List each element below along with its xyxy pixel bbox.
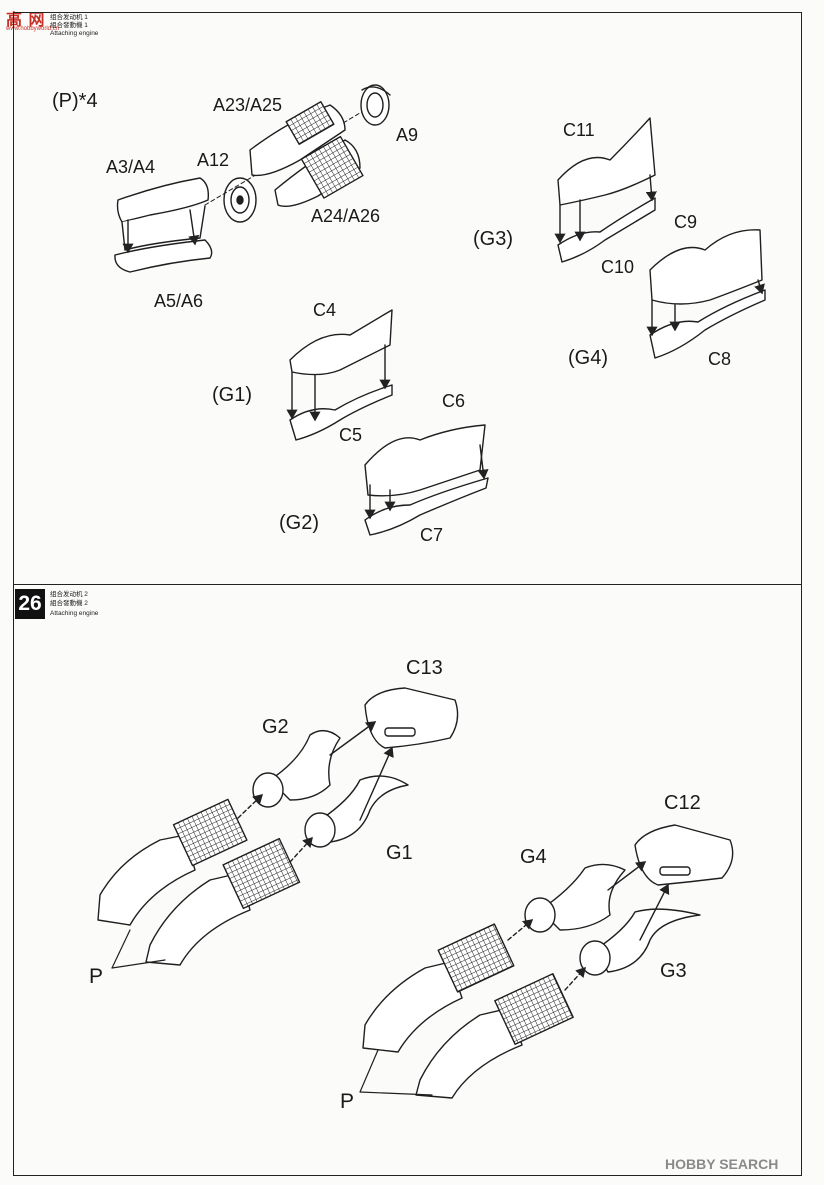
engine-pair-left [98,688,458,965]
label-c13: C13 [406,657,443,679]
group-g4-label: (G4) [568,347,608,369]
label-a3-a4: A3/A4 [106,157,156,177]
group-g1-label: (G1) [212,384,252,406]
label-c7: C7 [420,525,444,545]
watermark-logo-top: 高 网 [6,12,46,29]
step-25-panel [13,12,802,585]
step-26-panel [13,584,802,1176]
engine-pair-right [363,825,733,1098]
label-g4: G4 [520,846,547,868]
label-c11: C11 [563,120,595,140]
label-c9: C9 [674,212,698,232]
label-p-left: P [89,965,104,988]
label-p-right: P [340,1090,355,1113]
label-a24-a26: A24/A26 [311,206,381,226]
label-a5-a6: A5/A6 [154,291,204,311]
label-c6: C6 [442,391,466,411]
intake-g2-exploded [365,425,488,535]
p-leader-lines [112,930,432,1095]
step-25-caption-cn1: 组合发动机 1 [50,14,88,21]
watermark-logo-bottom: HOBBY SEARCH [665,1156,779,1172]
step-26-caption-cn1: 组合发动机 2 [50,591,88,598]
label-g3: G3 [660,960,687,982]
quantity-label: (P)*4 [52,90,98,112]
label-a12: A12 [197,150,230,170]
step-26-number: 26 [15,589,45,619]
step-25-caption-cn2: 組合發動機 1 [50,22,88,29]
intake-g3-exploded [554,118,657,262]
label-c10: C10 [601,257,635,277]
label-c8: C8 [708,349,732,369]
label-a9: A9 [396,125,419,145]
step-26-caption-en: Attaching engine [50,610,99,617]
step-25-caption-en: Attaching engine [50,30,99,37]
label-g1: G1 [386,842,413,864]
label-a23-a25: A23/A25 [213,95,283,115]
label-c5: C5 [339,425,363,445]
watermark-url: www.hobbyworld.cn [6,26,60,32]
label-c4: C4 [313,300,337,320]
group-g2-label: (G2) [279,512,319,534]
label-g2: G2 [262,716,289,738]
engine-p-exploded [115,85,390,272]
group-g3-label: (G3) [473,228,513,250]
step-26-caption-cn2: 組合發動機 2 [50,600,88,607]
label-c12: C12 [664,792,701,814]
intake-g1-exploded [286,310,392,440]
intake-g4-exploded [646,230,765,358]
